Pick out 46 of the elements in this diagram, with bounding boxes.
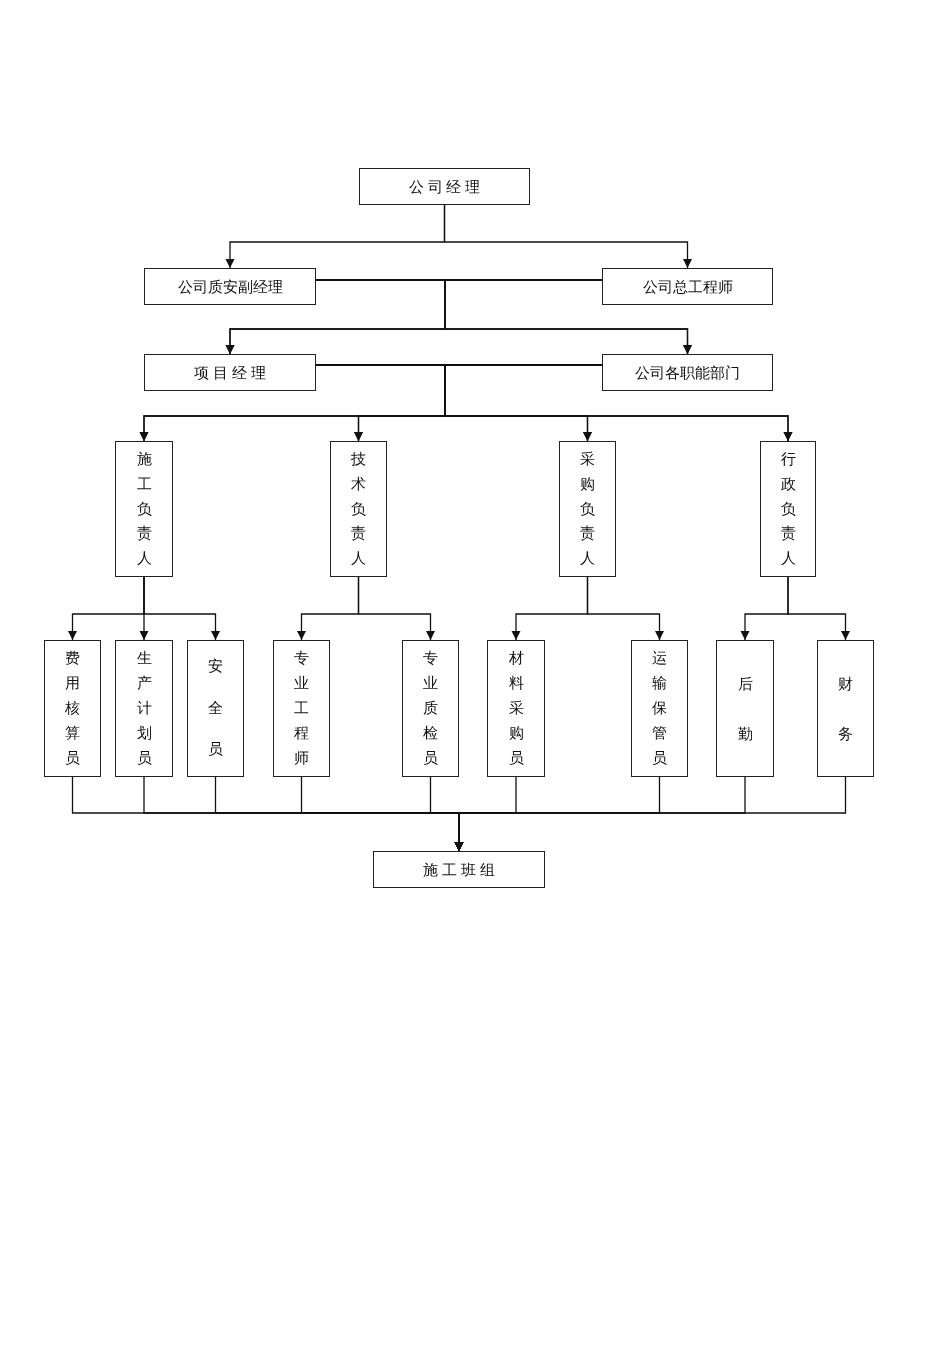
connector-arrow [443,204,692,269]
position-label: 采购负责人 [580,450,595,569]
connector-arrow [586,576,664,641]
position-box [402,640,459,777]
position-box [716,640,774,777]
position-box [373,851,545,888]
position-box [273,640,330,777]
connector-arrow [787,576,850,641]
connector-arrow [143,576,220,641]
position-box [760,441,816,577]
position-label: 技术负责人 [351,450,366,569]
position-box [115,640,173,777]
position-label: 安全员 [208,657,223,760]
position-label: 财务 [838,674,853,744]
position-label: 专业质检员 [423,649,438,768]
position-box [487,640,545,777]
position-label: 公 司 经 理 [408,177,481,196]
connector-arrow [357,576,435,641]
position-box [559,441,616,577]
position-box [631,640,688,777]
position-box [144,354,316,391]
position-box [359,168,530,205]
position-box [330,441,387,577]
position-label: 生产计划员 [136,649,152,768]
position-box [817,640,874,777]
position-label: 施 工 班 组 [423,860,495,879]
connector-arrow [444,364,793,442]
position-label: 运输保管员 [652,649,667,768]
position-label: 材料采购员 [508,649,524,768]
connector-arrow [454,776,847,852]
position-label: 公司质安副经理 [177,277,283,296]
position-box [602,268,773,305]
position-label: 施工负责人 [136,450,152,569]
position-box [44,640,101,777]
position-label: 费用核算员 [65,649,80,768]
position-label: 后勤 [737,674,753,744]
position-label: 公司各职能部门 [635,363,740,382]
position-label: 项 目 经 理 [194,363,266,382]
position-box [602,354,773,391]
position-box [115,441,173,577]
position-label: 专业工程师 [294,649,309,768]
position-label: 行政负责人 [780,450,796,569]
connector-arrow [444,279,692,355]
position-box [187,640,244,777]
position-box [144,268,316,305]
position-label: 公司总工程师 [642,277,733,296]
